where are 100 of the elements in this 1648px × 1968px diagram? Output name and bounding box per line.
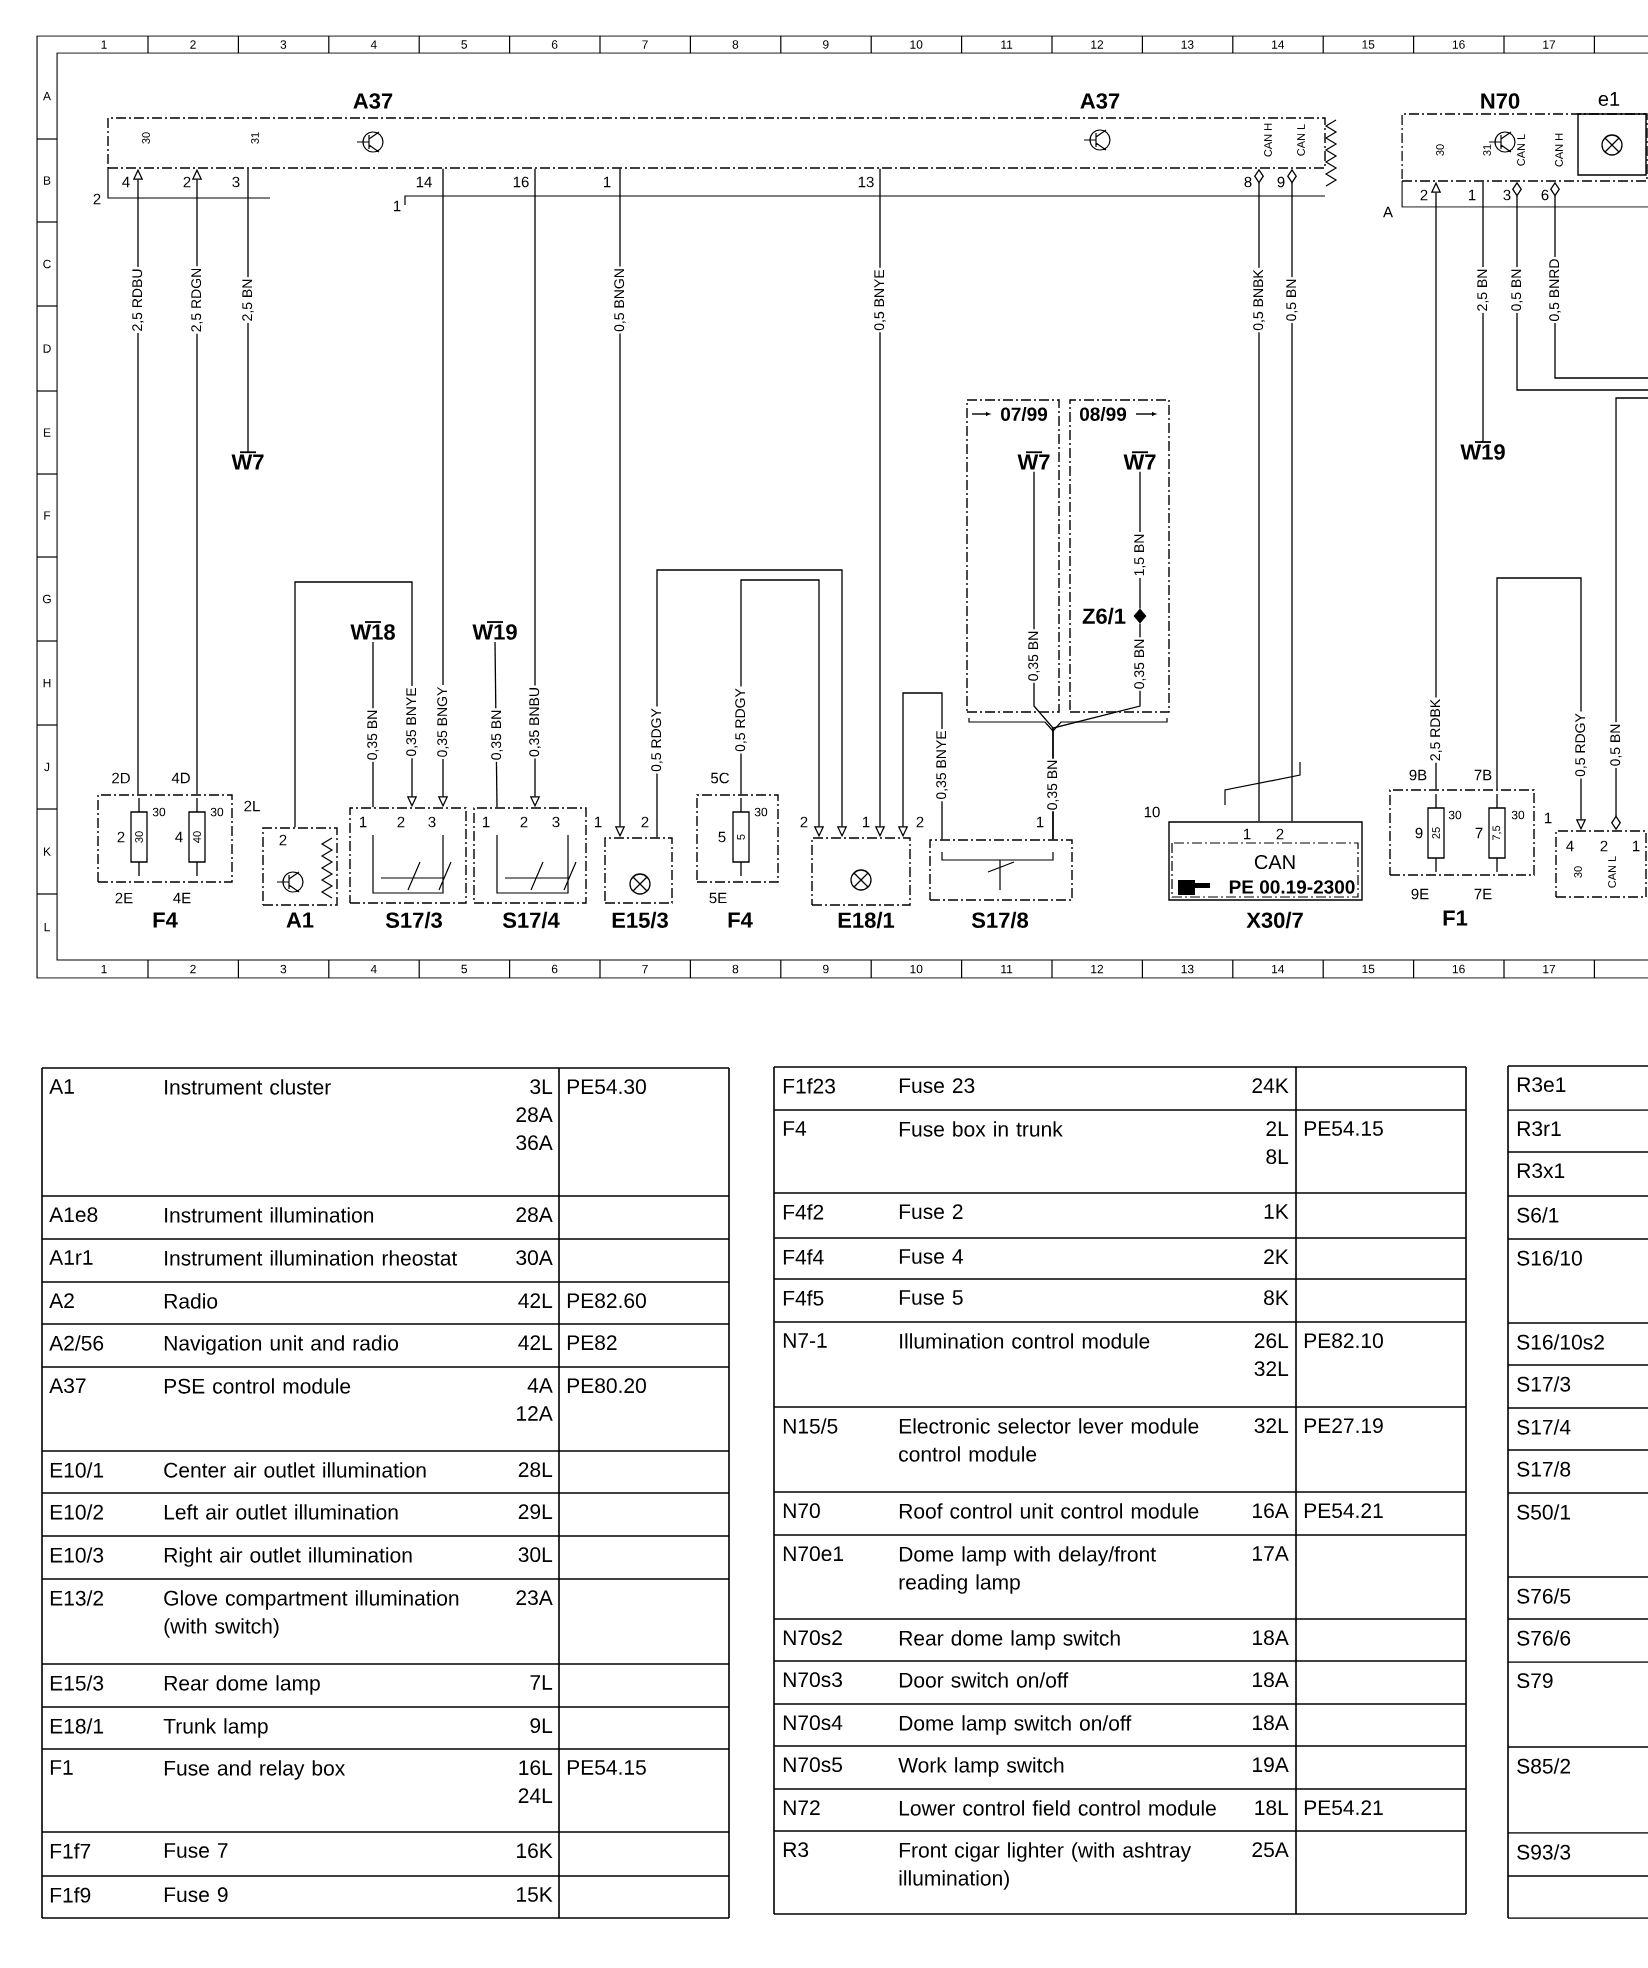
pin-label: 2 — [1600, 840, 1608, 852]
wire-label: 0,5 BNGN — [612, 266, 628, 334]
pin-label: 2 — [183, 176, 191, 188]
pin-label: 31 — [1483, 144, 1491, 156]
part-description: Left air outlet illumination — [164, 1504, 398, 1520]
part-description: Dome lamp switch on/off — [899, 1715, 1132, 1735]
part-description: Glove compartment illumination (with switch) — [164, 1590, 459, 1638]
part-description: PSE control module — [164, 1378, 351, 1394]
ground-point-label: W19 — [1460, 444, 1505, 460]
part-description: Door switch on/off — [899, 1672, 1069, 1688]
component-label: A37 — [353, 93, 393, 109]
part-code: E10/3 — [50, 1547, 104, 1563]
part-code: E10/1 — [50, 1462, 104, 1478]
column-number: 7 — [642, 964, 648, 974]
component-label: A37 — [1080, 93, 1120, 109]
grid-reference: 2K — [1264, 1249, 1289, 1264]
page-reference: PE82.60 — [567, 1293, 646, 1309]
pin-label: 3 — [1503, 189, 1511, 201]
column-number: 1 — [101, 40, 107, 49]
pin-label: 2L — [244, 800, 260, 812]
part-description: Lower control field control module — [899, 1800, 1216, 1816]
date-label: 07/99 — [1001, 406, 1048, 422]
row-letter: L — [44, 922, 50, 932]
part-description: Roof control unit control module — [899, 1503, 1199, 1519]
column-number: 13 — [1181, 964, 1194, 974]
page-reference: PE80.20 — [567, 1378, 646, 1394]
pin-label: 1 — [604, 176, 611, 188]
part-description: Fuse 4 — [899, 1249, 963, 1264]
wire-label: 0,35 BNYE — [404, 685, 420, 759]
part-description: Right air outlet illumination — [164, 1547, 412, 1567]
column-number: 15 — [1362, 964, 1375, 974]
part-code: F4f2 — [783, 1204, 824, 1220]
component-label: S17/8 — [971, 911, 1029, 929]
bus-label: CAN — [1254, 854, 1295, 870]
wire-label: 2,5 RDBU — [130, 267, 146, 333]
pin-label: 1 — [1037, 816, 1044, 828]
component-label: S17/4 — [502, 911, 560, 929]
part-code: R3 — [783, 1842, 809, 1858]
column-number: 17 — [1543, 964, 1556, 974]
page-reference: PE27.19 — [1304, 1418, 1383, 1434]
pin-label: 1 — [595, 816, 602, 828]
row-letter: D — [43, 344, 51, 353]
wire-label: 0,35 BN — [1026, 629, 1042, 683]
page-reference: PE54.21 — [1304, 1800, 1383, 1816]
column-number: 5 — [461, 964, 468, 974]
pin-label: 30 — [210, 807, 224, 817]
column-number: 3 — [280, 964, 287, 974]
pin-label: 4 — [175, 831, 183, 843]
part-code: N7-1 — [783, 1333, 827, 1348]
part-description: Dome lamp with delay/front reading lamp — [899, 1546, 1156, 1594]
pin-label: 3 — [552, 816, 560, 828]
pin-label: 7,5 — [1492, 825, 1502, 841]
ground-point-label: W19 — [472, 624, 517, 640]
wire-label: 0,5 RDGY — [1573, 711, 1589, 779]
pin-label: CAN H — [1264, 123, 1272, 157]
pin-label: 1 — [394, 200, 401, 212]
component-label: F1 — [1443, 910, 1468, 926]
grid-reference: 2L 8L — [1266, 1121, 1289, 1165]
wire — [656, 569, 848, 838]
component-label: F4 — [153, 912, 178, 928]
grid-reference: 17A — [1253, 1546, 1289, 1561]
pin-label: CAN H — [1555, 133, 1563, 167]
component-label: F4 — [728, 912, 753, 928]
pin-label: CAN L — [1517, 134, 1525, 166]
grid-reference: 18A — [1253, 1715, 1289, 1731]
row-letter: E — [44, 428, 51, 437]
part-code: N15/5 — [783, 1418, 838, 1434]
part-description: Instrument illumination rheostat — [165, 1250, 458, 1266]
part-code: S17/3 — [1517, 1376, 1571, 1392]
wire-label: 0,35 BNBU — [527, 685, 543, 759]
grid-reference: 4A 12A — [517, 1378, 553, 1421]
pin-label: 10 — [1144, 806, 1160, 818]
row-letter: B — [44, 176, 51, 185]
part-description: Front cigar lighter (with ashtray illumination) — [899, 1842, 1192, 1890]
pin-label: 5 — [737, 834, 745, 840]
page-reference: PE82 — [567, 1335, 617, 1351]
pin-label: 30 — [754, 807, 768, 817]
pin-label: 2 — [800, 816, 808, 828]
grid-reference: 30L — [518, 1547, 553, 1563]
column-number: 12 — [1091, 40, 1104, 49]
ground-point-label: W7 — [231, 454, 264, 470]
part-code: F1f23 — [783, 1078, 835, 1094]
part-description: Rear dome lamp switch — [899, 1630, 1120, 1650]
row-letter: H — [43, 678, 51, 688]
part-code: A1 — [49, 1079, 74, 1094]
part-description: Work lamp switch — [898, 1757, 1064, 1777]
column-number: 13 — [1181, 40, 1194, 49]
grid-reference: 15K — [517, 1887, 553, 1902]
grid-reference: 16L 24L — [518, 1760, 553, 1803]
wire-label: 0,35 BNGY — [435, 685, 451, 759]
page-reference: PE54.21 — [1304, 1503, 1383, 1519]
pin-label: 1 — [1633, 840, 1640, 852]
grid-reference: 18A — [1253, 1630, 1289, 1646]
part-code: S85/2 — [1517, 1758, 1570, 1774]
part-code: S17/4 — [1517, 1419, 1571, 1435]
component-label: E18/1 — [838, 911, 895, 929]
pin-label: 4 — [1566, 840, 1574, 852]
part-code: S16/10 — [1517, 1250, 1582, 1266]
wire-label: 1,5 BN — [1132, 532, 1148, 578]
wire-label: 0,35 BN — [365, 708, 381, 762]
